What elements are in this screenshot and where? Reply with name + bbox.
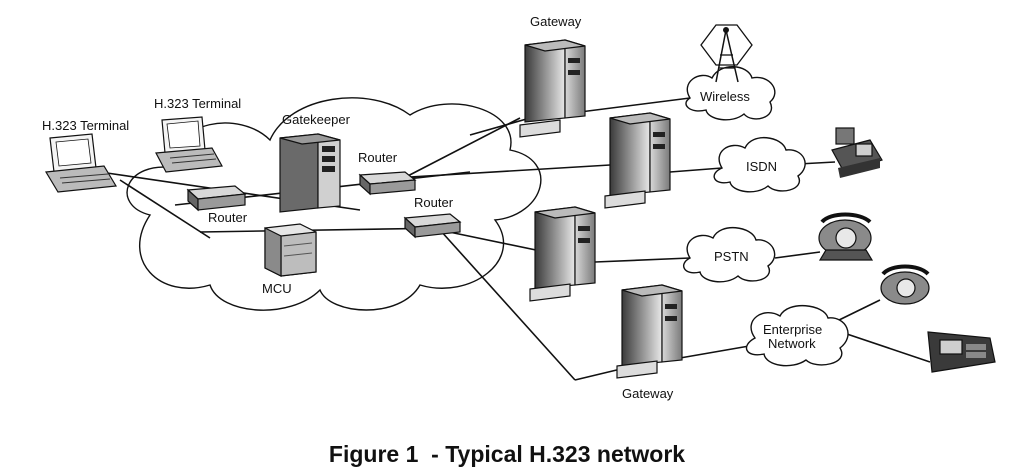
wireless-cloud [685, 66, 776, 121]
h323-terminal-left-label: H.323 Terminal [42, 118, 129, 133]
enterprise-label-line1: Enterprise [763, 322, 822, 337]
enterprise-network-cloud [745, 304, 849, 367]
gateway-top-label: Gateway [530, 14, 582, 29]
gateway-bottom-label: Gateway [622, 386, 674, 401]
router-right-label: Router [414, 195, 454, 210]
router-right [403, 213, 462, 239]
mcu-server [264, 223, 317, 277]
pstn-cloud [682, 226, 776, 283]
h323-terminal-mid [155, 116, 223, 173]
multiline-phone-icon [927, 331, 996, 373]
gateway-top-server [519, 39, 586, 138]
isdn-cloud [713, 137, 806, 193]
isdn-phone-icon [831, 127, 883, 178]
router-top [358, 171, 417, 196]
gatekeeper-label: Gatekeeper [282, 112, 351, 127]
router-left-label: Router [208, 210, 248, 225]
gateway-bottom-server [616, 284, 683, 379]
h323-terminal-left [45, 133, 117, 193]
pstn-label: PSTN [714, 249, 749, 264]
mcu-label: MCU [262, 281, 292, 296]
isdn-label: ISDN [746, 159, 777, 174]
gateway-isdn-server [604, 112, 671, 209]
router-top-label: Router [358, 150, 398, 165]
enterprise-label-line2: Network [768, 336, 816, 351]
gateway-pstn-server [529, 206, 596, 302]
enterprise-phone-icon [880, 264, 930, 305]
wireless-label: Wireless [700, 89, 750, 104]
h323-terminal-mid-label: H.323 Terminal [154, 96, 241, 111]
antenna-icon [700, 24, 753, 83]
gatekeeper-server [279, 133, 341, 213]
figure-caption: Figure 1 - Typical H.323 network [329, 441, 685, 467]
router-left [186, 185, 247, 212]
pstn-phone-icon [818, 212, 874, 261]
